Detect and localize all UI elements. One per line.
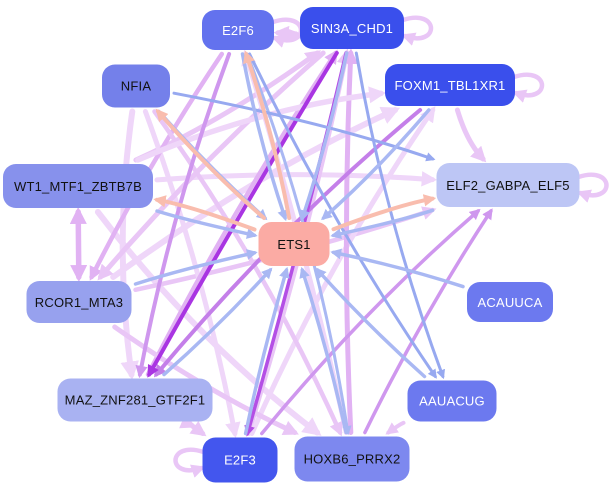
node-ets1[interactable]: ETS1 <box>258 222 330 266</box>
node-hoxb6-prrx2[interactable]: HOXB6_PRRX2 <box>294 436 410 482</box>
edge-elf2_gabpa_elf5-ets1 <box>330 208 435 240</box>
node-label: ETS1 <box>277 236 311 252</box>
edge-aauacug-ets1 <box>315 267 427 379</box>
edge-e2f3-elf2_gabpa_elf5 <box>260 208 481 436</box>
edge-maz_znf281_gtf2f1-ets1 <box>162 267 273 377</box>
edge-wt1_mtf1_zbtb7b-rcor1_mta3 <box>69 206 88 283</box>
node-elf2-gabpa-elf5[interactable]: ELF2_GABPA_ELF5 <box>436 163 580 207</box>
self-loop-e2f3 <box>173 447 206 478</box>
node-label: FOXM1_TBL1XR1 <box>394 77 506 93</box>
node-label: ACAUUCA <box>477 294 543 310</box>
edge-sin3a_chd1-aauacug <box>354 51 445 380</box>
node-wt1-mtf1-zbtb7b[interactable]: WT1_MTF1_ZBTB7B <box>3 164 153 208</box>
node-e2f6[interactable]: E2F6 <box>202 10 274 50</box>
edge-e2f6-maz_znf281_gtf2f1 <box>135 52 232 379</box>
node-label: HOXB6_PRRX2 <box>303 451 401 467</box>
edge-rcor1_mta3-ets1 <box>133 249 258 286</box>
edge-maz_znf281_gtf2f1-e2f3 <box>179 414 207 437</box>
node-sin3a-chd1[interactable]: SIN3A_CHD1 <box>300 7 404 49</box>
edge-nfia-elf2_gabpa_elf5 <box>172 91 436 162</box>
self-loop-foxm1_tbl1xr1 <box>511 72 545 103</box>
edge-e2f6-sin3a_chd1 <box>273 25 301 43</box>
self-loop-elf2_gabpa_elf5 <box>576 172 609 203</box>
edge-ets1-e2f6 <box>243 50 292 220</box>
edge-wt1_mtf1_zbtb7b-hoxb6_prrx2 <box>94 209 322 436</box>
edge-maz_znf281_gtf2f1-sin3a_chd1 <box>145 49 338 377</box>
edge-ets1-nfia <box>155 108 266 220</box>
node-acauuca[interactable]: ACAUUCA <box>467 282 553 322</box>
edge-acauuca-ets1 <box>330 248 465 289</box>
node-label: SIN3A_CHD1 <box>310 20 394 36</box>
node-rcor1-mta3[interactable]: RCOR1_MTA3 <box>26 281 132 323</box>
edge-sin3a_chd1-ets1 <box>299 51 349 222</box>
node-label: ELF2_GABPA_ELF5 <box>446 177 570 193</box>
edge-e2f6-ets1 <box>240 52 288 222</box>
node-label: E2F6 <box>222 22 254 38</box>
node-label: AAUACUG <box>419 393 485 409</box>
edge-ets1-elf2_gabpa_elf5 <box>331 194 437 232</box>
node-label: E2F3 <box>224 452 256 468</box>
node-maz-znf281-gtf2f1[interactable]: MAZ_ZNF281_GTF2F1 <box>57 378 213 422</box>
node-nfia[interactable]: NFIA <box>102 64 170 108</box>
edge-hoxb6_prrx2-ets1 <box>299 266 348 435</box>
edge-foxm1_tbl1xr1-elf2_gabpa_elf5 <box>454 107 487 163</box>
node-e2f3[interactable]: E2F3 <box>202 437 278 483</box>
edge-wt1_mtf1_zbtb7b-foxm1_tbl1xr1 <box>135 86 387 163</box>
edge-aauacug-hoxb6_prrx2 <box>385 420 406 435</box>
edge-e2f3-ets1 <box>243 266 290 436</box>
self-loop-e2f6 <box>270 17 304 48</box>
edge-ets1-wt1_mtf1_zbtb7b <box>153 195 257 232</box>
edge-foxm1_tbl1xr1-ets1 <box>321 108 431 221</box>
edge-e2f6-rcor1_mta3 <box>89 51 225 281</box>
node-label: RCOR1_MTA3 <box>34 294 124 310</box>
node-label: WT1_MTF1_ZBTB7B <box>14 178 142 194</box>
node-aauacug[interactable]: AAUACUG <box>407 380 497 422</box>
node-foxm1-tbl1xr1[interactable]: FOXM1_TBL1XR1 <box>385 64 515 106</box>
self-loop-sin3a_chd1 <box>400 15 434 46</box>
edge-hoxb6_prrx2-elf2_gabpa_elf5 <box>363 208 493 435</box>
edge-hoxb6_prrx2-sin3a_chd1 <box>342 48 359 435</box>
edge-wt1_mtf1_zbtb7b-ets1 <box>155 209 258 239</box>
edge-sin3a_chd1-rcor1_mta3 <box>97 50 326 281</box>
node-label: MAZ_ZNF281_GTF2F1 <box>64 392 206 408</box>
edge-sin3a_chd1-maz_znf281_gtf2f1 <box>147 51 339 378</box>
node-label: NFIA <box>120 78 152 94</box>
edge-e2f6-aauacug <box>248 52 437 379</box>
